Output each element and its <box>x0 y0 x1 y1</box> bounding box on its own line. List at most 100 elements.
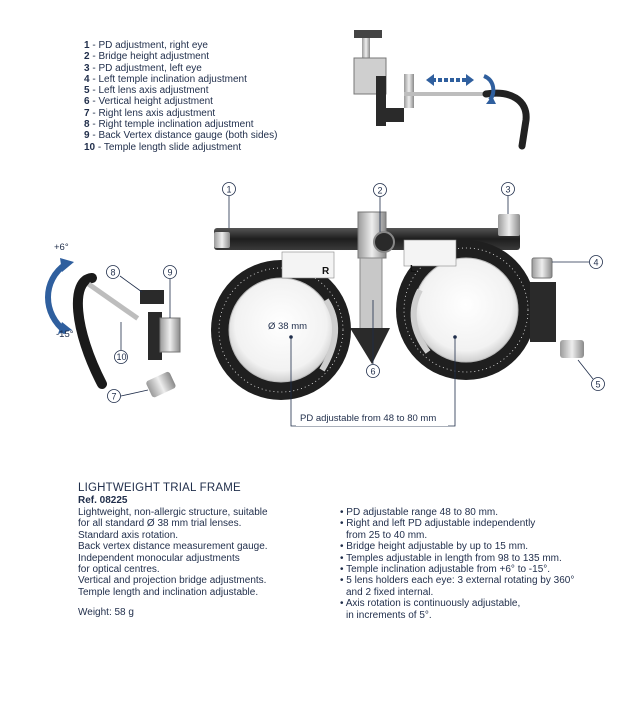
right-temple-arm <box>148 312 162 360</box>
inclination-down-label: -15° <box>56 329 74 340</box>
left-axis-scale <box>403 247 529 373</box>
pd-range-label: PD adjustable from 48 to 80 mm <box>300 413 436 424</box>
product-ref: Ref. 08225 <box>78 495 128 506</box>
legend-text: Right lens axis adjustment <box>98 107 216 119</box>
callout-circle <box>373 183 387 197</box>
callout-number: 5 <box>596 380 601 390</box>
right-pd-scale <box>281 251 335 279</box>
legend-number: 6 <box>84 96 90 108</box>
pd-knob-right <box>214 232 230 248</box>
callout-circle <box>114 350 128 364</box>
legend-item: 8 - Right temple inclination adjustment <box>84 119 254 131</box>
vertical-slide <box>359 257 383 331</box>
inclination-up-label: +6° <box>54 242 69 253</box>
feature-line: • 5 lens holders each eye: 3 external ro… <box>340 575 575 587</box>
callout-circle <box>107 389 121 403</box>
legend-item: 2 - Bridge height adjustment <box>84 51 210 63</box>
legend-text: Left lens axis adjustment <box>98 85 209 97</box>
product-description: Lightweight, non-allergic structure, sui… <box>78 507 298 598</box>
left-temple-knob <box>531 257 553 279</box>
legend-text: PD adjustment, left eye <box>98 62 202 74</box>
left-temple-arm <box>530 282 556 342</box>
side-view-top-block <box>354 30 382 38</box>
inclination-arrow-icon <box>45 261 68 335</box>
product-weight: Weight: 58 g <box>78 607 134 618</box>
feature-line: • PD adjustable range 48 to 80 mm. <box>340 507 499 518</box>
right-eye-mark: R <box>322 266 330 277</box>
legend-number: 10 <box>84 141 96 153</box>
inclination-arrowhead-down-icon <box>58 322 72 334</box>
callout-number: 1 <box>227 185 232 195</box>
pd-knob-left <box>498 214 520 236</box>
callout-number: 6 <box>371 367 376 377</box>
product-title: LIGHTWEIGHT TRIAL FRAME <box>78 482 241 494</box>
legend-number: 2 <box>84 51 90 63</box>
callout-leader <box>119 275 143 293</box>
lens-diameter-label: Ø 38 mm <box>268 321 307 332</box>
legend-item: 4 - Left temple inclination adjustment <box>84 73 247 85</box>
bridge-height-knob <box>373 231 395 253</box>
legend-item: 9 - Back Vertex distance gauge (both sid… <box>84 130 278 142</box>
description-line: for all standard Ø 38 mm trial lenses. <box>78 518 242 530</box>
callout-circle <box>501 182 515 196</box>
right-temple-curl <box>72 273 107 389</box>
left-axis-knob <box>560 340 584 358</box>
callout-circle <box>222 182 236 196</box>
side-view-post <box>362 38 370 62</box>
feature-list: • PD adjustable range 48 to 80 mm. • Rig… <box>340 507 610 621</box>
legend-number: 1 <box>84 40 90 51</box>
side-view-hinge <box>378 108 404 122</box>
callout-circle <box>106 265 120 279</box>
legend-number: 7 <box>84 107 90 119</box>
temple-inclination-arrowhead-icon <box>486 96 496 104</box>
temple-length-arrow-icon <box>426 74 474 86</box>
trial-frame-illustration: R L +6° -15° Ø 38 mm PD adjustable from … <box>45 30 605 427</box>
legend-text: PD adjustment, right eye <box>98 40 208 51</box>
feature-line: • Temple inclination adjustable from +6°… <box>340 564 551 576</box>
feature-line: in increments of 5°. <box>346 609 432 621</box>
left-lens-holder <box>410 288 431 354</box>
right-temple-bar <box>87 282 140 321</box>
legend-number: 3 <box>84 62 90 74</box>
right-axis-scale <box>218 267 344 393</box>
side-view-temple-bar <box>404 92 488 96</box>
legend-text: Right temple inclination adjustment <box>98 119 254 131</box>
feature-line: • Right and left PD adjustable independe… <box>340 518 536 530</box>
description-line: Back vertex distance measurement gauge. <box>78 541 268 553</box>
pd-label-bg <box>296 410 448 426</box>
legend-text: Bridge height adjustment <box>98 51 210 63</box>
callout-leader <box>577 359 594 380</box>
left-lens <box>413 257 519 363</box>
legend-item: 7 - Right lens axis adjustment <box>84 107 216 119</box>
front-view-drawing: R L +6° -15° Ø 38 mm PD adjustable from … <box>45 211 584 427</box>
side-view-arm <box>376 76 386 126</box>
callout-number: 4 <box>594 258 599 268</box>
description-line: Standard axis rotation. <box>78 529 179 541</box>
left-eye-mark: L <box>410 264 416 275</box>
right-lens-holder <box>319 298 339 372</box>
callout-circle <box>589 255 603 269</box>
feature-line: • Bridge height adjustable by up to 15 m… <box>340 541 529 553</box>
nose-rest <box>350 328 390 364</box>
description-line: Independent monocular adjustments <box>78 552 240 564</box>
callout-circle <box>591 377 605 391</box>
legend-number: 4 <box>84 73 90 85</box>
right-axis-knob <box>146 371 176 398</box>
legend-item: 5 - Left lens axis adjustment <box>84 85 209 97</box>
feature-line: and 2 fixed internal. <box>346 586 434 598</box>
legend-item: 6 - Vertical height adjustment <box>84 96 213 108</box>
legend-item: 10 - Temple length slide adjustment <box>84 141 242 153</box>
callout-number: 10 <box>117 352 127 362</box>
legend-text: Temple length slide adjustment <box>103 141 242 153</box>
description-line: Temple length and inclination adjustable… <box>78 586 259 598</box>
side-view-gauge <box>404 74 414 108</box>
callout-circle <box>163 265 177 279</box>
callout-number: 2 <box>378 186 383 196</box>
right-temple-hinge <box>140 290 164 304</box>
description-line: for optical centres. <box>78 564 160 576</box>
callout-number: 3 <box>506 185 511 195</box>
left-pd-scale <box>403 239 457 267</box>
callout-leader <box>120 389 149 397</box>
callout-number: 9 <box>168 268 173 278</box>
legend-number: 5 <box>84 85 90 97</box>
